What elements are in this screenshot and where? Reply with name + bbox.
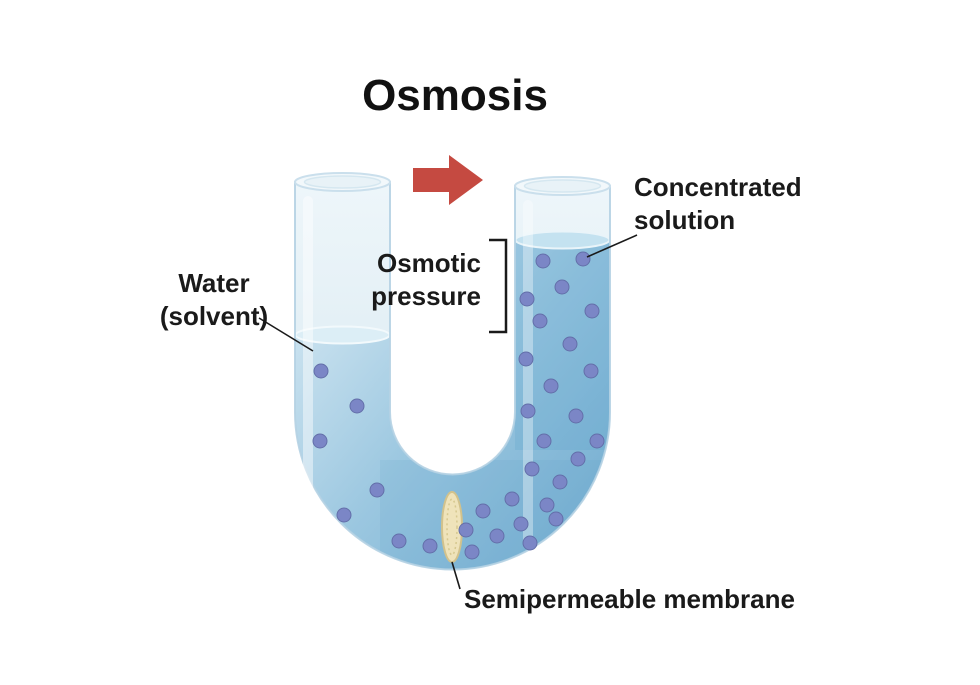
solute-particles [312, 251, 605, 560]
osmotic-pressure-bracket [489, 238, 508, 334]
solute-particle [532, 313, 548, 329]
water-solvent-label-line2: (solvent) [160, 301, 268, 331]
water-leader-line [258, 317, 314, 352]
solute-particle [524, 461, 540, 477]
solute-particle [536, 433, 552, 449]
solute-particle [349, 398, 365, 414]
solute-particle [519, 291, 535, 307]
solute-particle [554, 279, 570, 295]
solute-particle [548, 511, 564, 527]
osmotic-pressure-label-line1: Osmotic [377, 248, 481, 278]
solute-particle [552, 474, 568, 490]
membrane-body [441, 491, 463, 563]
solute-particle [464, 544, 480, 560]
left-glass-highlight [303, 196, 313, 556]
solute-particle [568, 408, 584, 424]
right-tube-rim-inner [523, 179, 602, 193]
solute-particle [313, 363, 329, 379]
solute-particle [575, 251, 591, 267]
tube-outline [294, 181, 611, 571]
solute-particle [504, 491, 520, 507]
solute-particle [475, 503, 491, 519]
solute-particle [543, 378, 559, 394]
concentrated-solution-label-line1: Concentrated [634, 172, 802, 202]
solute-particle [562, 336, 578, 352]
solute-particle [312, 433, 328, 449]
water-solvent-label-line1: Water [178, 268, 249, 298]
semipermeable-membrane [441, 491, 463, 563]
diagram-title: Osmosis [362, 71, 548, 120]
flow-arrow-icon [413, 155, 483, 205]
solute-particle [535, 253, 551, 269]
solute-particle [458, 522, 474, 538]
semipermeable-membrane-label: Semipermeable membrane [464, 584, 795, 614]
left-tube-rim-inner [303, 175, 382, 189]
solute-particle [518, 351, 534, 367]
osmotic-pressure-label-line2: pressure [371, 281, 481, 311]
solute-particle [584, 303, 600, 319]
membrane-leader-line [451, 561, 461, 590]
solute-particle [422, 538, 438, 554]
solute-particle [391, 533, 407, 549]
solute-particle [522, 535, 538, 551]
concentrated-leader-line [586, 234, 638, 258]
membrane-texture [446, 498, 458, 556]
right-glass-highlight [523, 200, 533, 545]
solute-particle [513, 516, 529, 532]
solute-particle [369, 482, 385, 498]
solute-particle [520, 403, 536, 419]
concentrated-solution-label-line2: solution [634, 205, 735, 235]
solute-particle [583, 363, 599, 379]
solute-particle [539, 497, 555, 513]
solute-particle [570, 451, 586, 467]
solute-particle [489, 528, 505, 544]
solute-particle [589, 433, 605, 449]
solute-particle [336, 507, 352, 523]
